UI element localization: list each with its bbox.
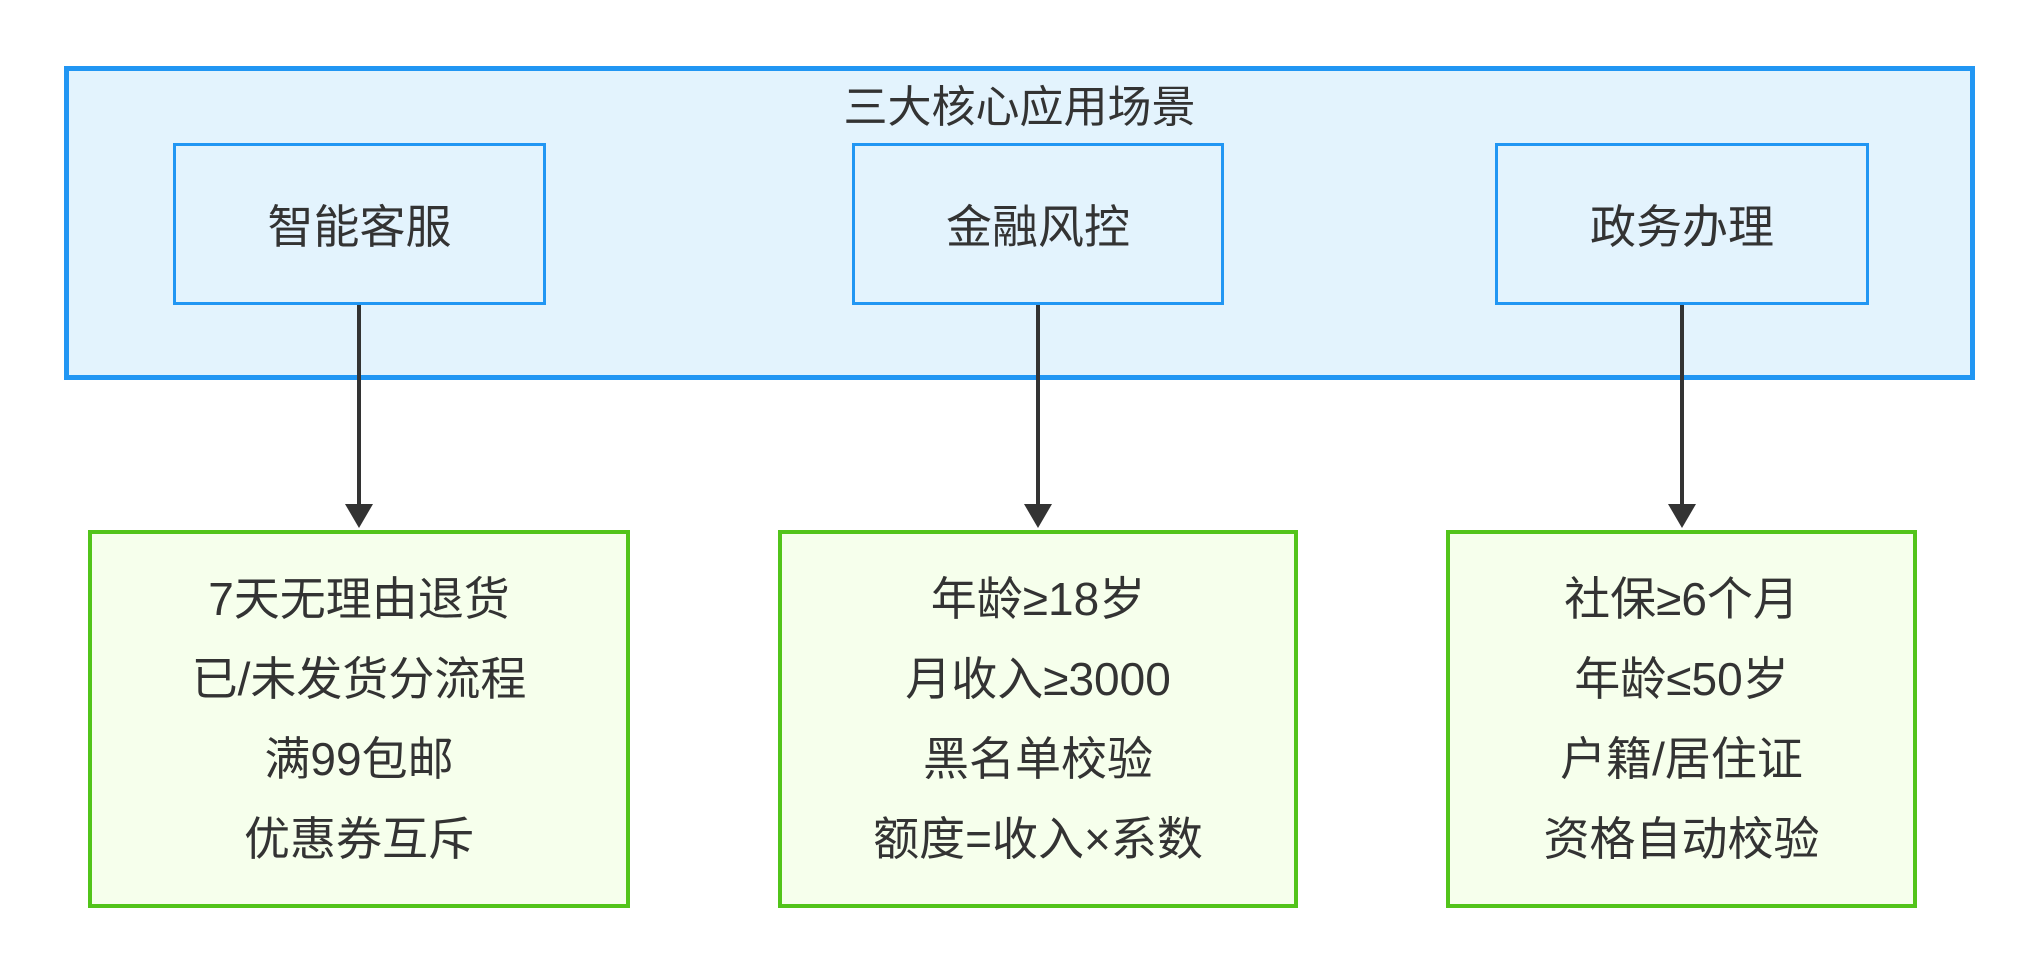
detail-line: 年龄≤50岁 bbox=[1574, 653, 1789, 705]
arrow-risk-control-to-details bbox=[1024, 305, 1052, 528]
arrow-down-icon bbox=[345, 504, 373, 528]
arrow-down-icon bbox=[1668, 504, 1696, 528]
detail-line: 7天无理由退货 bbox=[208, 573, 510, 625]
detail-line: 年龄≥18岁 bbox=[930, 573, 1146, 625]
scenario-label: 政务办理 bbox=[1590, 201, 1774, 253]
detail-line: 已/未发货分流程 bbox=[191, 653, 527, 705]
arrow-government-to-details bbox=[1668, 305, 1696, 528]
detail-node-government-rules: 社保≥6个月 年龄≤50岁 户籍/居住证 资格自动校验 bbox=[1446, 530, 1917, 908]
detail-line: 黑名单校验 bbox=[923, 733, 1153, 785]
arrow-line bbox=[1036, 305, 1040, 508]
detail-line: 优惠券互斥 bbox=[244, 813, 474, 865]
scenario-node-smart-customer-service: 智能客服 bbox=[173, 143, 546, 305]
scenario-label: 智能客服 bbox=[267, 201, 452, 253]
detail-line: 资格自动校验 bbox=[1543, 813, 1820, 865]
detail-line: 户籍/居住证 bbox=[1560, 733, 1803, 785]
detail-line: 满99包邮 bbox=[264, 733, 454, 785]
detail-node-risk-control-rules: 年龄≥18岁 月收入≥3000 黑名单校验 额度=收入×系数 bbox=[778, 530, 1298, 908]
arrow-line bbox=[357, 305, 361, 508]
detail-line: 月收入≥3000 bbox=[905, 653, 1171, 705]
detail-line: 社保≥6个月 bbox=[1564, 573, 1799, 625]
arrow-line bbox=[1680, 305, 1684, 508]
scenario-label: 金融风控 bbox=[946, 201, 1130, 253]
detail-line: 额度=收入×系数 bbox=[873, 813, 1203, 865]
arrow-down-icon bbox=[1024, 504, 1052, 528]
scenario-node-financial-risk-control: 金融风控 bbox=[852, 143, 1224, 305]
scenario-node-government-services: 政务办理 bbox=[1495, 143, 1869, 305]
detail-node-customer-service-rules: 7天无理由退货 已/未发货分流程 满99包邮 优惠券互斥 bbox=[88, 530, 630, 908]
group-title: 三大核心应用场景 bbox=[843, 83, 1196, 132]
arrow-customer-service-to-details bbox=[345, 305, 373, 528]
